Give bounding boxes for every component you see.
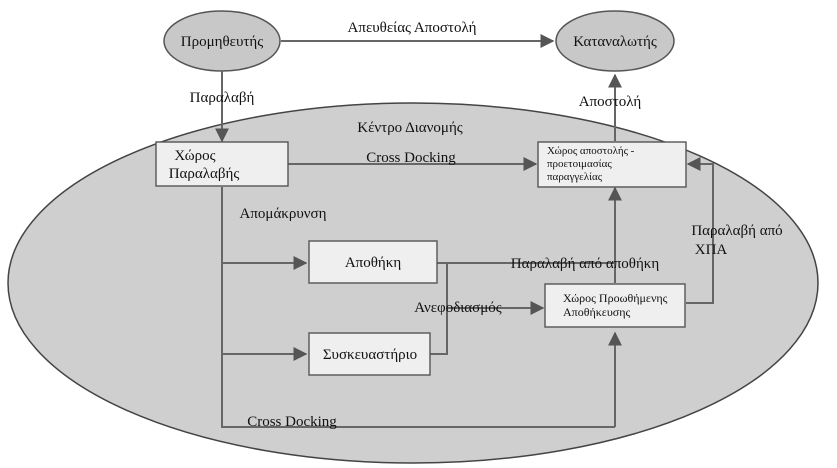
warehouse-box — [308, 240, 438, 284]
consumers-node — [555, 10, 675, 72]
cross-docking-bottom-label: Cross Docking — [247, 414, 337, 430]
forward-storage-label-1: Χώρος Προωθήμενης — [563, 291, 668, 305]
forward-storage-label-2: Αποθήκευσης — [563, 305, 631, 319]
removal-label: Απομάκρυνση — [240, 206, 327, 222]
consumers-label: Καταναλωτής — [573, 34, 657, 50]
warehouse-label: Αποθήκη — [345, 255, 401, 271]
receiving-area-label-1: Χώρος — [174, 148, 215, 164]
shipping-area-box — [537, 141, 687, 188]
replenishment-bracket — [430, 263, 448, 355]
direct-shipping-label: Απευθείας Αποστολή — [348, 20, 477, 36]
forward-storage-box — [544, 283, 686, 328]
packaging-label: Συσκευαστήριο — [323, 347, 417, 363]
cross-docking-bottom-line — [221, 187, 615, 428]
shipping-area-label-1: Χώρος αποστολής - — [547, 145, 635, 157]
packaging-box — [308, 332, 431, 376]
shipping-area-label-2: προετοιμασίας — [547, 158, 612, 170]
dispatch-label: Αποστολή — [579, 94, 642, 110]
supplier-label: Προμηθευτής — [181, 34, 263, 50]
receiving-area-box — [155, 141, 289, 187]
pickup-from-fsa-label-2: ΧΠΑ — [695, 242, 728, 258]
distribution-center-label: Κέντρο Διανομής — [357, 120, 463, 136]
pickup-from-warehouse-label: Παραλαβή από αποθήκη — [511, 256, 660, 272]
receipt-label: Παραλαβή — [190, 90, 255, 106]
pickup-from-fsa-line — [686, 157, 714, 304]
cross-docking-top-label: Cross Docking — [366, 150, 456, 166]
receiving-area-label-2: Παραλαβής — [169, 166, 240, 182]
replenishment-label: Ανεφοδιασμός — [414, 300, 502, 316]
shipping-area-label-3: παραγγελίας — [547, 171, 603, 183]
pickup-from-fsa-label-1: Παραλαβή από — [691, 223, 782, 239]
